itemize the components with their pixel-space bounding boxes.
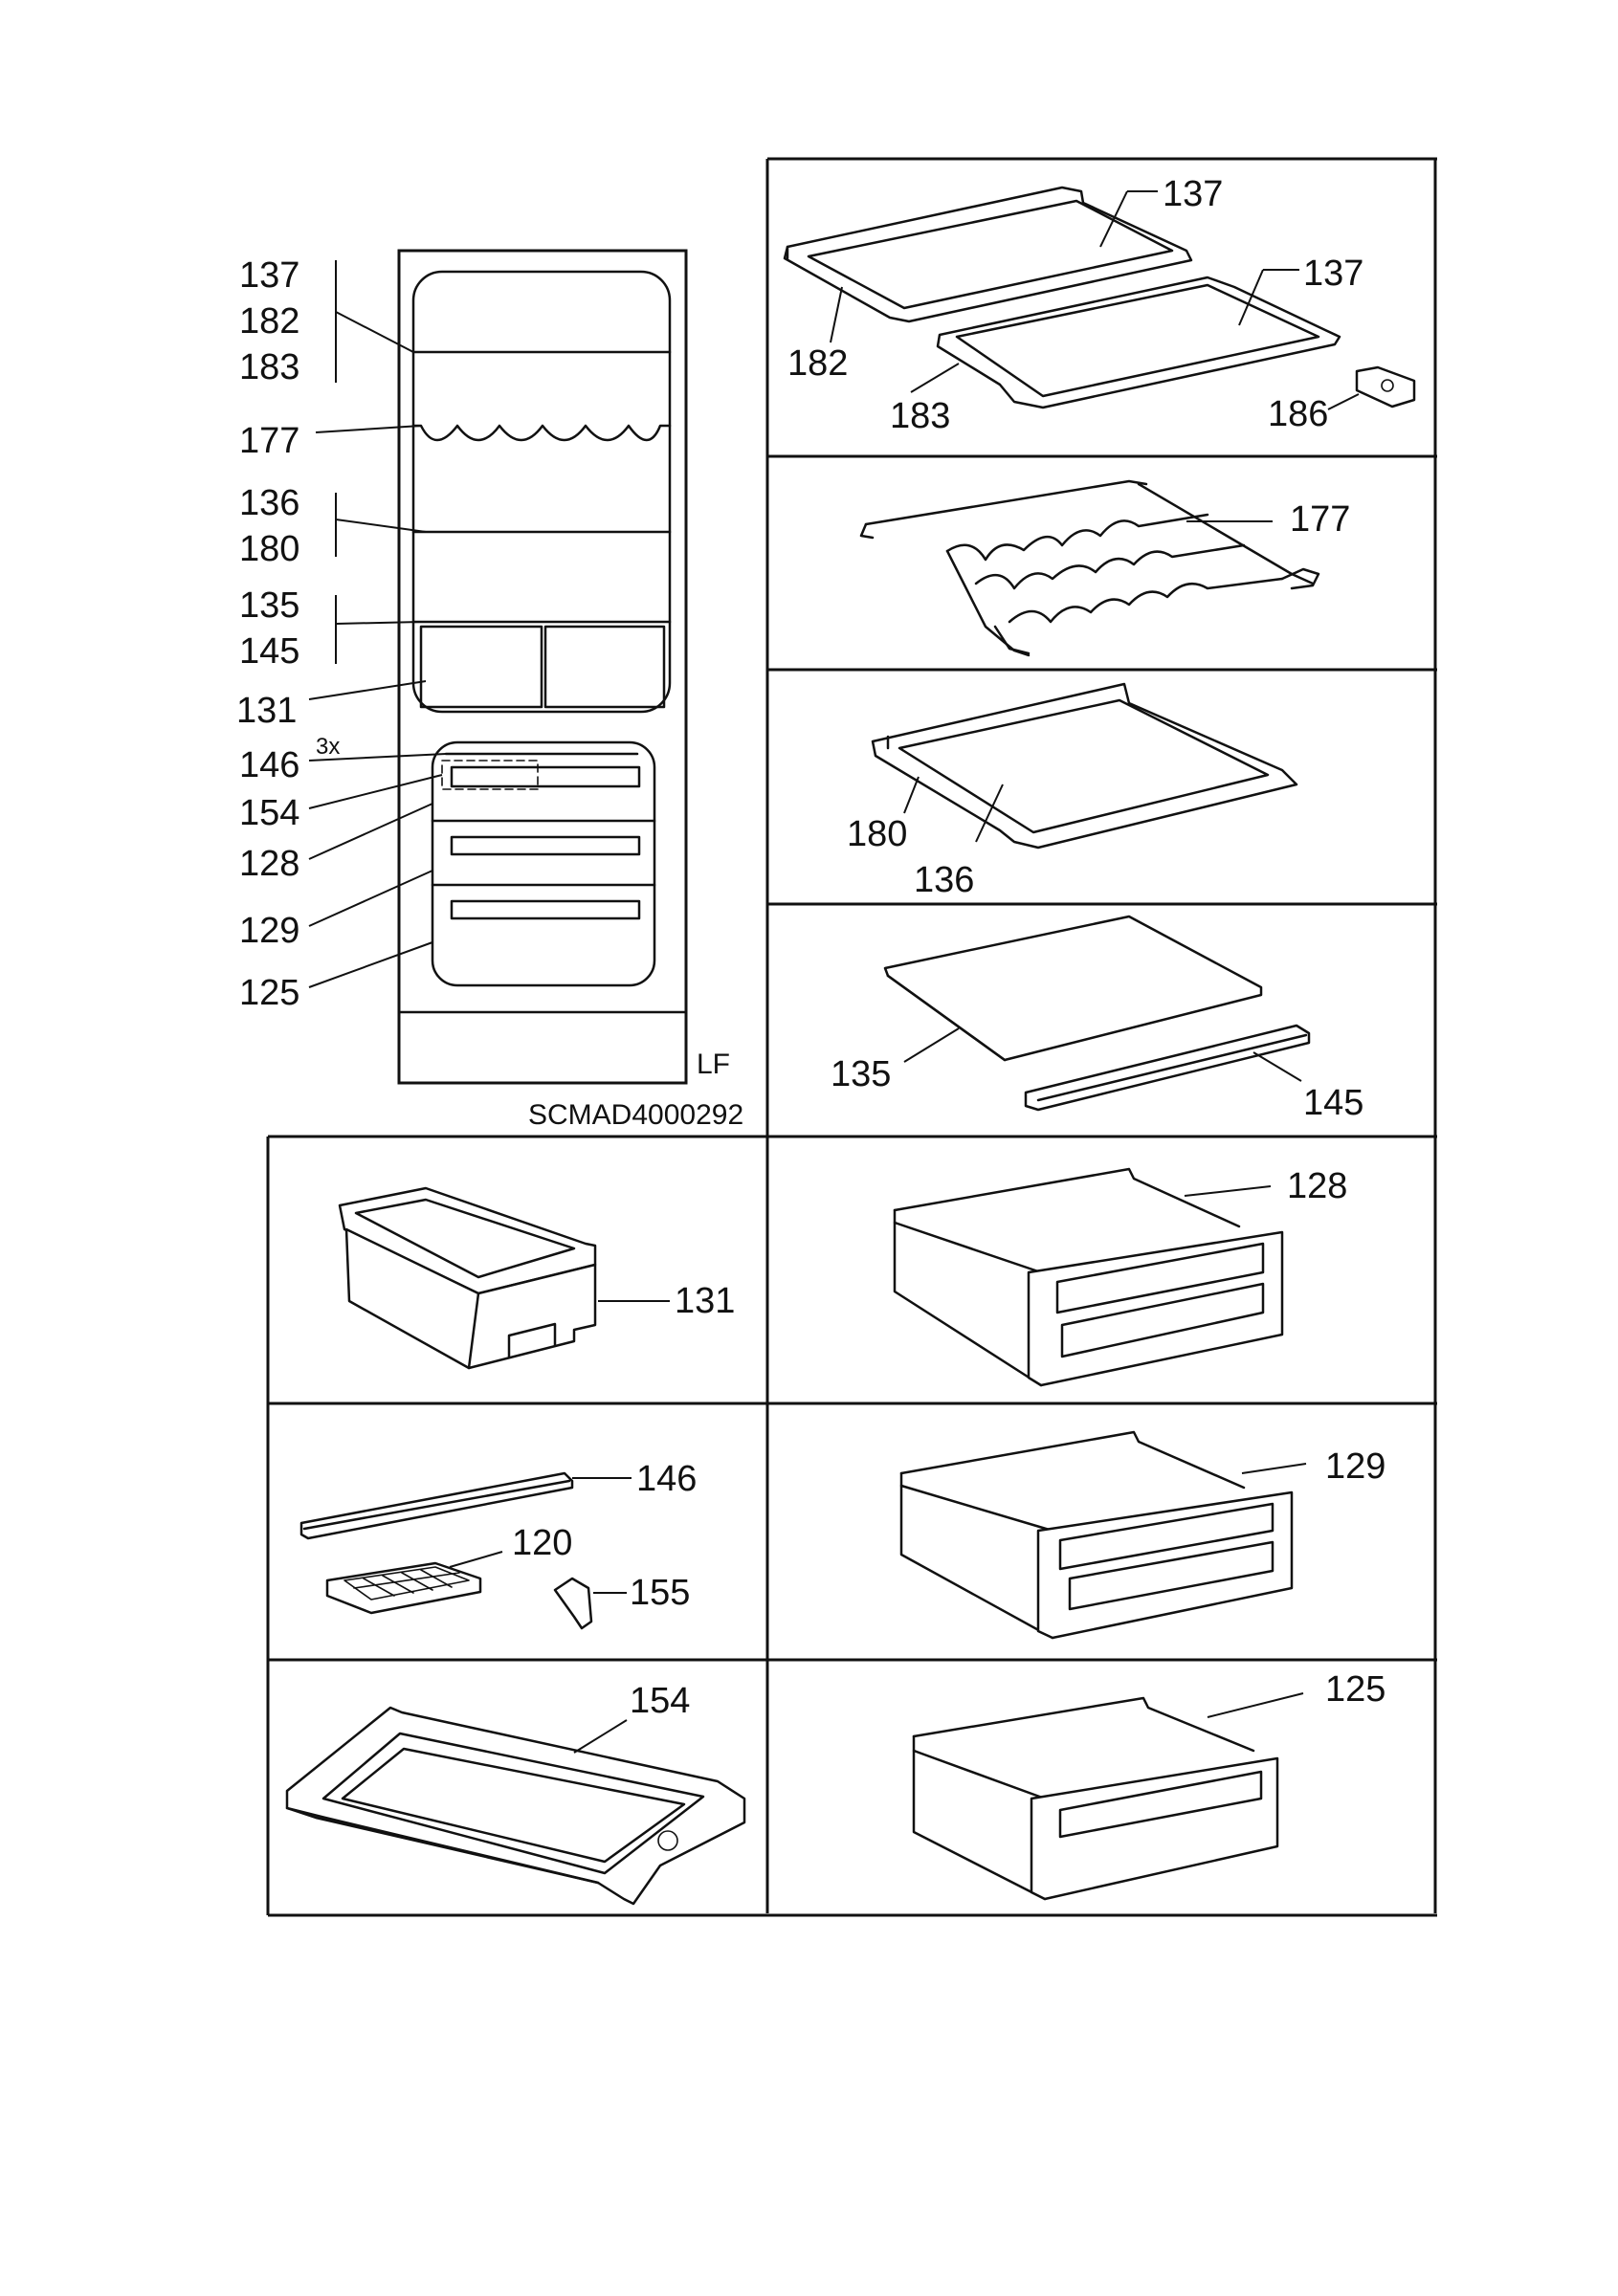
label-177: 177: [239, 421, 299, 461]
label-186: 186: [1268, 394, 1328, 434]
overview-labels: 137 182 183 177 136 180 135 145 131 3x 1…: [236, 255, 743, 1131]
label-128: 128: [1287, 1166, 1347, 1206]
label-145: 145: [239, 631, 299, 672]
label-180: 180: [847, 814, 907, 854]
label-146: 146: [239, 745, 299, 785]
overview-leaders: [308, 260, 447, 988]
label-136: 136: [239, 483, 299, 523]
label-135: 135: [831, 1054, 891, 1094]
label-180: 180: [239, 529, 299, 569]
panel-wine-rack: 177: [859, 479, 1350, 657]
label-137-a: 137: [1163, 174, 1223, 214]
panel-accessories: 146 120 155: [299, 1459, 697, 1630]
label-154: 154: [239, 793, 299, 833]
label-131: 131: [675, 1281, 735, 1321]
label-146: 146: [636, 1459, 697, 1499]
label-120: 120: [512, 1523, 572, 1563]
label-155: 155: [630, 1573, 690, 1613]
label-129: 129: [239, 911, 299, 951]
multiplier-label: 3x: [316, 734, 340, 760]
label-125: 125: [239, 973, 299, 1013]
label-145: 145: [1303, 1083, 1363, 1123]
side-label: LF: [697, 1049, 730, 1080]
panel-shelf-136: 180 136: [847, 682, 1298, 900]
label-183: 183: [890, 396, 950, 436]
panel-drawer-125: 125: [912, 1669, 1385, 1901]
panel-shelves-top: 137 137 182 183 186: [783, 174, 1416, 436]
label-131: 131: [236, 691, 297, 731]
label-137-b: 137: [1303, 254, 1363, 294]
fridge-overview: [397, 249, 688, 1085]
panel-drawer-129: 129: [899, 1430, 1385, 1640]
panel-drawer-128: 128: [893, 1166, 1347, 1387]
label-183: 183: [239, 347, 299, 387]
label-182: 182: [239, 301, 299, 342]
label-128: 128: [239, 844, 299, 884]
label-125: 125: [1325, 1669, 1385, 1710]
panel-box-131: 131: [338, 1186, 735, 1370]
panel-tray-154: 154: [285, 1681, 746, 1906]
label-137: 137: [239, 255, 299, 296]
label-135: 135: [239, 585, 299, 626]
panel-grid: [266, 157, 1437, 1917]
panel-shelf-135: 135 145: [831, 915, 1363, 1123]
label-154: 154: [630, 1681, 690, 1721]
label-182: 182: [787, 343, 848, 384]
label-136: 136: [914, 860, 974, 900]
label-177: 177: [1290, 499, 1350, 540]
diagram-code: SCMAD4000292: [528, 1099, 743, 1131]
label-129: 129: [1325, 1446, 1385, 1487]
